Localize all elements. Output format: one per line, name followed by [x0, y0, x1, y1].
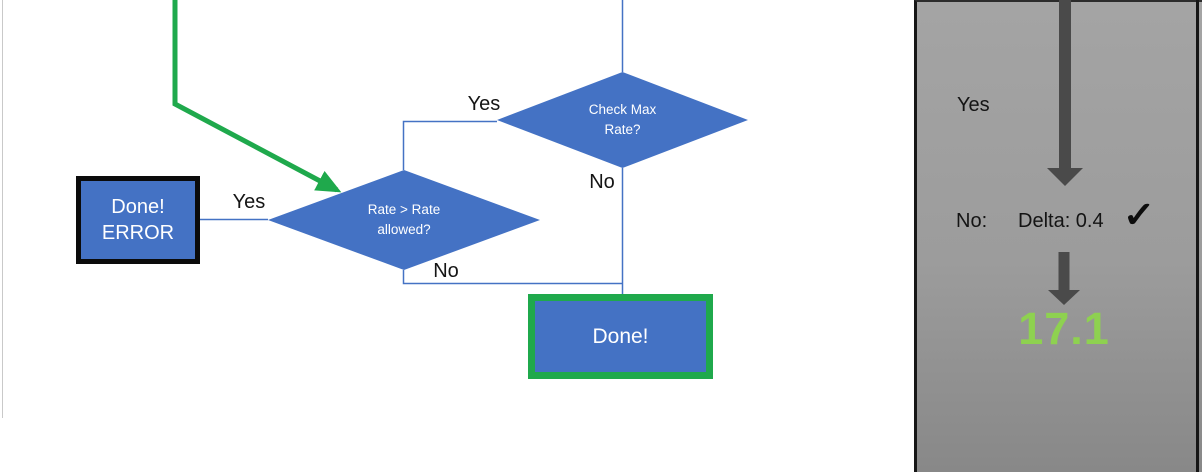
annotation-panel-border — [1196, 0, 1199, 472]
down-arrow-icon — [1047, 0, 1083, 186]
panel-delta-value: Delta: 0.4 — [1018, 210, 1104, 232]
terminal-done: Done! — [528, 294, 713, 379]
down-arrow-icon — [1048, 252, 1080, 305]
decision-label: Check Max Rate? — [588, 101, 657, 137]
connector-decision2-no — [402, 270, 623, 285]
checkmark-icon: ✓ — [1122, 194, 1156, 235]
branch-label-yes: Yes — [467, 93, 501, 115]
panel-no-label: No: — [956, 210, 988, 232]
slide-edge-line — [2, 0, 3, 418]
terminal-label: Done! ERROR — [101, 196, 175, 244]
highlight-path-arrow-icon — [172, 0, 342, 193]
branch-label-no: No — [589, 171, 615, 193]
panel-result-value: 17.1 — [1018, 303, 1110, 354]
terminal-done-error: Done! ERROR — [76, 176, 200, 264]
connector-decision1-yes — [402, 120, 497, 170]
annotation-panel — [914, 0, 1202, 472]
branch-label-yes: Yes — [232, 191, 266, 213]
panel-yes-label: Yes — [957, 94, 990, 116]
terminal-label: Done! — [592, 324, 649, 348]
branch-label-no: No — [433, 260, 459, 282]
decision-label: Rate > Rate allowed? — [367, 201, 441, 237]
